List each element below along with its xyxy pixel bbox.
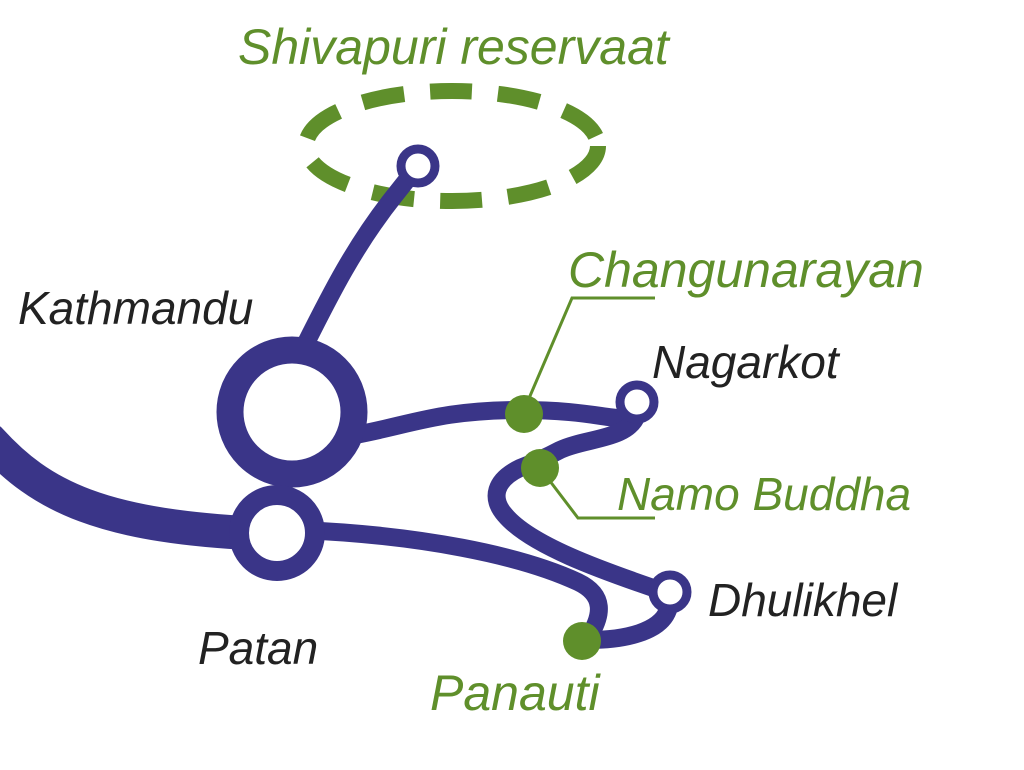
patan-label: Patan [198,622,318,674]
route-kathmandu-shivapuri [296,157,427,354]
shivapuri-station-icon [396,144,440,188]
changunarayan-dot-icon [505,395,543,433]
panauti-dot-icon [563,622,601,660]
shivapuri-label: Shivapuri reservaat [238,19,671,75]
namo-buddha-dot-icon [521,449,559,487]
kathmandu-station-icon [216,336,368,488]
patan-station-icon [229,485,325,581]
dhulikhel-station-icon [648,570,692,614]
changunarayan-leader-line [522,296,655,411]
dhulikhel-label: Dhulikhel [708,574,899,626]
changunarayan-label: Changunarayan [568,242,924,298]
nagarkot-station-icon [615,380,659,424]
route-kathmandu-nagarkot [346,393,648,444]
route-west-to-patan [0,426,287,551]
panauti-label: Panauti [430,665,601,721]
route-patan-panauti [291,521,608,647]
shivapuri-reserve-area [298,83,606,209]
route-nagarkot-namo-buddha-dhulikhel [487,406,674,601]
namo-buddha-leader-line [538,467,655,520]
kathmandu-label: Kathmandu [18,282,253,334]
nagarkot-label: Nagarkot [652,336,841,388]
namo-buddha-label: Namo Buddha [617,468,911,520]
